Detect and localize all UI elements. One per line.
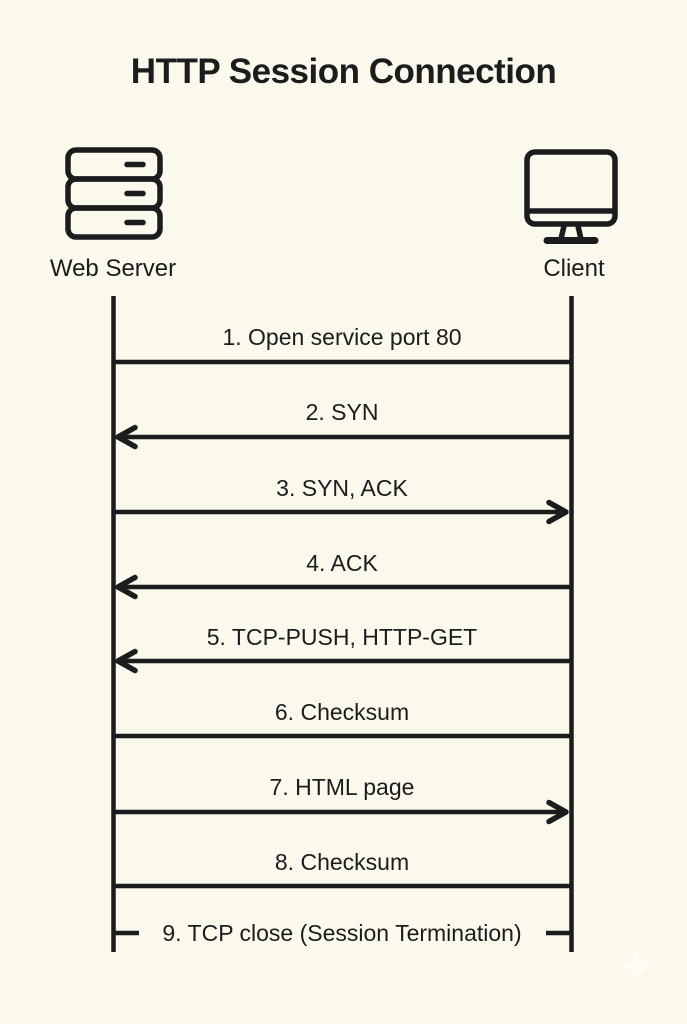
client-label: Client <box>543 255 605 282</box>
server-label: Web Server <box>49 255 177 282</box>
server-stack-icon <box>65 147 163 240</box>
message-label-7: 7. HTML page <box>269 774 415 800</box>
monitor-icon <box>524 149 618 244</box>
message-label-3: 3. SYN, ACK <box>276 475 408 501</box>
message-label-4: 4. ACK <box>306 550 378 576</box>
message-arrow-3 <box>113 499 569 525</box>
message-arrow-5 <box>115 648 571 674</box>
message-arrow-2 <box>115 424 571 450</box>
message-arrow-7 <box>113 799 569 825</box>
message-label-5: 5. TCP-PUSH, HTTP-GET <box>206 624 478 650</box>
message-label-1: 1. Open service port 80 <box>222 324 462 350</box>
sparkle-watermark <box>622 948 652 984</box>
message-label-2: 2. SYN <box>305 399 379 425</box>
page-title: HTTP Session Connection <box>130 52 557 91</box>
message-arrow-4 <box>115 574 571 600</box>
message-label-9: 9. TCP close (Session Termination) <box>162 920 522 946</box>
message-label-6: 6. Checksum <box>274 699 410 725</box>
message-label-8: 8. Checksum <box>274 849 410 875</box>
